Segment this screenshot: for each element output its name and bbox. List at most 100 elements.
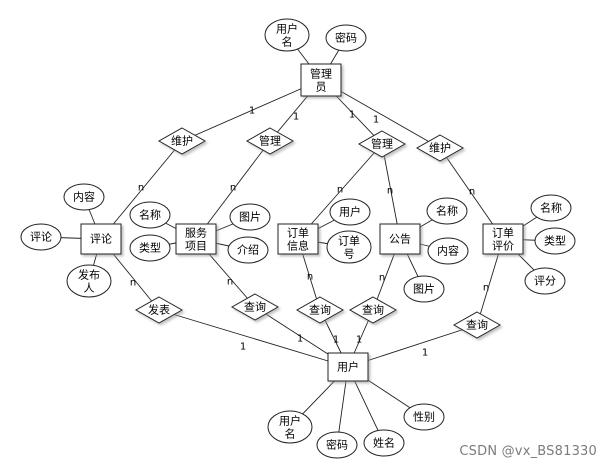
attribute-label-comment-text: 评论: [30, 230, 52, 244]
rel-link-18: [347, 324, 478, 368]
relationship-label-rel-query-3: 查询: [362, 303, 384, 317]
relationship-label-rel-manage-1: 管理: [259, 134, 281, 148]
attribute-label-admin-username: 用户名: [276, 21, 298, 48]
attribute-notice-name: 名称: [426, 197, 468, 225]
cardinality-c-m3-notice: n: [387, 186, 393, 197]
relationship-label-rel-query-2: 查询: [309, 303, 331, 317]
entity-user: 用户: [327, 352, 369, 382]
attribute-admin-username: 用户名: [264, 18, 310, 52]
entity-label-orderinfo: 订单信息: [287, 226, 309, 252]
relationship-label-rel-manage-2: 管理: [371, 137, 393, 151]
rel-link-0: [181, 79, 322, 142]
attribute-label-comment-content: 内容: [73, 190, 95, 204]
relationship-label-rel-query-1: 查询: [244, 300, 266, 314]
attribute-label-order-number: 订单号: [338, 234, 360, 260]
cardinality-c-admin-m3: 1: [349, 110, 355, 121]
relationship-label-rel-maintain-2: 维护: [429, 141, 451, 155]
entity-label-admin: 管理员: [310, 66, 332, 93]
attribute-label-service-name: 名称: [139, 208, 161, 222]
entity-label-user: 用户: [337, 360, 359, 374]
attribute-user-password: 密码: [316, 431, 358, 459]
entity-service: 服务项目: [175, 223, 217, 255]
cardinality-c-pub-user: 1: [240, 342, 246, 353]
attribute-user-username: 用户名: [267, 410, 313, 444]
entity-label-orderreview: 订单评价: [492, 226, 514, 252]
attribute-review-type: 类型: [534, 227, 576, 255]
entity-label-comment: 评论: [90, 232, 112, 246]
attribute-label-service-intro: 介绍: [237, 243, 259, 257]
cardinality-c-q4-user: 1: [422, 348, 428, 359]
relationship-rel-manage-1: 管理: [245, 127, 295, 155]
relationship-rel-maintain-1: 维护: [157, 127, 207, 155]
attribute-order-username: 用户: [329, 198, 371, 226]
rel-link-5: [297, 143, 383, 240]
attribute-label-user-username: 用户名: [279, 413, 301, 440]
cardinality-c-q2-user: 1: [333, 335, 339, 346]
attribute-label-service-image: 图片: [239, 211, 261, 224]
cardinality-c-m1-comment: n: [138, 183, 144, 194]
relationship-rel-publish: 发表: [134, 296, 184, 324]
attribute-label-notice-image: 图片: [413, 283, 435, 296]
relationship-label-rel-maintain-1: 维护: [171, 134, 193, 148]
cardinality-c-m3-order: n: [337, 185, 343, 196]
relationship-rel-query-2: 查询: [295, 296, 345, 324]
entity-label-notice: 公告: [389, 233, 411, 246]
rel-link-6: [381, 143, 401, 240]
attribute-label-notice-name: 名称: [436, 204, 458, 218]
attribute-order-number: 订单号: [326, 230, 372, 264]
attribute-review-score: 评分: [524, 267, 566, 295]
attribute-user-realname: 姓名: [363, 429, 405, 457]
attribute-notice-content: 内容: [427, 237, 469, 265]
cardinality-c-admin-m2: 1: [293, 112, 299, 123]
attribute-comment-text: 评论: [20, 223, 62, 251]
cardinality-c-review-q4: n: [483, 283, 489, 294]
relationship-rel-query-4: 查询: [452, 311, 502, 339]
attribute-comment-publisher: 发布人: [66, 264, 112, 298]
rel-link-1: [100, 140, 183, 240]
attribute-admin-password: 密码: [325, 24, 367, 52]
attribute-label-service-type: 类型: [139, 241, 161, 255]
rel-link-3: [195, 140, 271, 240]
attribute-label-comment-publisher: 发布人: [78, 267, 100, 294]
attribute-service-type: 类型: [129, 234, 171, 262]
attribute-label-user-gender: 性别: [413, 410, 435, 424]
rel-link-10: [158, 309, 349, 368]
cardinality-c-notice-q3: n: [379, 273, 385, 284]
cardinality-c-service-q1: n: [227, 277, 233, 288]
entity-orderreview: 订单评价: [482, 223, 524, 255]
cardinality-c-m2-service: n: [230, 183, 236, 194]
attribute-label-user-realname: 姓名: [373, 436, 395, 450]
relationship-label-rel-publish: 发表: [148, 303, 170, 317]
relationship-rel-query-3: 查询: [348, 296, 398, 324]
cardinality-c-q1-user: 1: [297, 334, 303, 345]
attribute-service-name: 名称: [129, 201, 171, 229]
cardinality-c-admin-m1: 1: [249, 106, 255, 117]
attribute-notice-image: 图片: [403, 275, 445, 303]
relationship-label-rel-query-4: 查询: [466, 318, 488, 332]
cardinality-c-admin-m4: 1: [373, 115, 379, 126]
relationship-rel-maintain-2: 维护: [415, 134, 465, 162]
entity-comment: 评论: [80, 223, 122, 255]
attribute-service-image: 图片: [229, 203, 271, 231]
watermark: CSDN @vx_BS81330: [459, 444, 597, 459]
cardinality-c-comment-pub: n: [130, 278, 136, 289]
attribute-service-intro: 介绍: [227, 236, 269, 264]
entity-admin: 管理员: [300, 63, 342, 97]
attribute-label-review-score: 评分: [534, 275, 556, 288]
attribute-label-user-password: 密码: [326, 438, 348, 452]
entity-orderinfo: 订单信息: [277, 223, 319, 255]
entity-label-service: 服务项目: [185, 226, 207, 252]
attribute-label-review-type: 类型: [544, 234, 566, 248]
attribute-comment-content: 内容: [63, 183, 105, 211]
relationship-rel-manage-2: 管理: [357, 130, 407, 158]
relationship-rel-query-1: 查询: [230, 293, 280, 321]
attribute-label-review-name: 名称: [540, 201, 562, 215]
attribute-user-gender: 性别: [403, 403, 445, 431]
attribute-label-admin-password: 密码: [335, 31, 357, 45]
cardinality-c-q3-user: 1: [356, 335, 362, 346]
cardinality-c-order-q2: n: [307, 272, 313, 283]
diagram-shapes: 管理员评论服务项目订单信息公告订单评价用户维护管理管理维护发表查询查询查询查询用…: [20, 18, 576, 459]
attribute-review-name: 名称: [530, 194, 572, 222]
entity-notice: 公告: [379, 223, 421, 255]
